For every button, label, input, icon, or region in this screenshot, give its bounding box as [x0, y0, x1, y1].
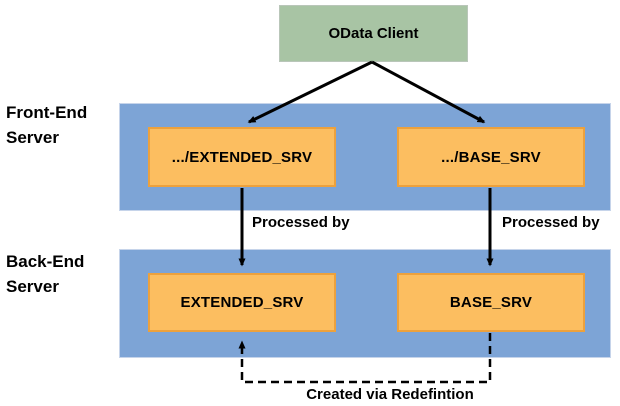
front-end-server-label: Front-End Server [6, 100, 116, 150]
front-end-base-srv-label: .../BASE_SRV [441, 148, 541, 166]
back-end-label-line1: Back-End [6, 252, 85, 271]
back-end-extended-srv-label: EXTENDED_SRV [180, 294, 304, 311]
back-end-base-srv-label: BASE_SRV [449, 294, 533, 311]
back-end-server-label: Back-End Server [6, 249, 116, 299]
back-end-base-srv-box: BASE_SRV [397, 273, 585, 332]
created-via-redefinition-label: Created via Redefintion [306, 386, 474, 403]
processed-by-label-right: Processed by [502, 214, 600, 231]
front-end-extended-srv-box: .../EXTENDED_SRV [148, 127, 336, 187]
back-end-extended-srv-box: EXTENDED_SRV [148, 273, 336, 332]
front-end-label-line2: Server [6, 128, 59, 147]
front-end-label-line1: Front-End [6, 103, 88, 122]
odata-client-label: OData Client [328, 25, 419, 42]
odata-client-box: OData Client [279, 5, 468, 62]
processed-by-label-left: Processed by [252, 214, 350, 231]
front-end-base-srv-box: .../BASE_SRV [397, 127, 585, 187]
back-end-label-line2: Server [6, 277, 59, 296]
front-end-extended-srv-label: .../EXTENDED_SRV [171, 148, 313, 166]
